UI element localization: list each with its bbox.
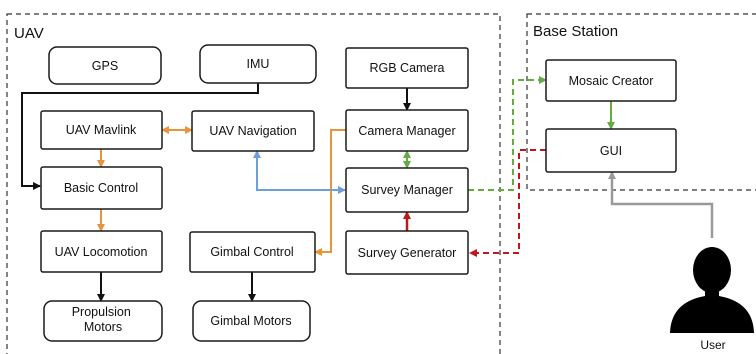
uav-region — [6, 13, 501, 354]
uav-region-label: UAV — [14, 25, 44, 42]
node-uav-locomotion: UAV Locomotion — [40, 230, 163, 273]
node-basic-control: Basic Control — [40, 166, 163, 210]
node-basic-control-label: Basic Control — [64, 181, 138, 195]
node-mosaic-creator: Mosaic Creator — [545, 59, 677, 102]
node-gui: GUI — [545, 128, 677, 173]
node-uav-locomotion-label: UAV Locomotion — [55, 245, 148, 259]
node-rgb-camera-label: RGB Camera — [369, 61, 444, 75]
gui-to-survey-generator-arrow — [469, 149, 546, 257]
user-to-gui-arrow — [608, 171, 714, 238]
node-propulsion-motors-line1: Propulsion — [72, 305, 131, 319]
node-survey-manager-label: Survey Manager — [361, 183, 453, 197]
node-gps: GPS — [48, 46, 162, 85]
node-propulsion-motors: Propulsion Motors — [43, 300, 163, 342]
node-survey-manager: Survey Manager — [345, 167, 469, 213]
node-uav-mavlink: UAV Mavlink — [40, 110, 163, 150]
node-survey-generator: Survey Generator — [345, 230, 469, 275]
node-camera-manager-label: Camera Manager — [358, 124, 455, 138]
node-gui-label: GUI — [600, 144, 622, 158]
node-propulsion-motors-label: Propulsion Motors — [72, 305, 135, 334]
node-gimbal-motors: Gimbal Motors — [192, 300, 311, 342]
user-label: User — [700, 338, 725, 352]
node-survey-generator-label: Survey Generator — [358, 246, 457, 260]
survey-manager-navigation-arrow — [253, 150, 346, 194]
node-rgb-camera: RGB Camera — [345, 47, 469, 89]
node-mosaic-creator-label: Mosaic Creator — [569, 74, 654, 88]
node-gimbal-motors-label: Gimbal Motors — [210, 314, 291, 328]
node-uav-navigation: UAV Navigation — [191, 110, 315, 152]
node-gimbal-control: Gimbal Control — [189, 231, 316, 273]
node-uav-navigation-label: UAV Navigation — [209, 124, 296, 138]
node-propulsion-motors-line2: Motors — [84, 320, 122, 334]
node-imu-label: IMU — [247, 57, 270, 71]
node-imu: IMU — [199, 44, 317, 84]
user-icon — [670, 247, 754, 333]
node-gimbal-control-label: Gimbal Control — [210, 245, 293, 259]
survey-manager-to-mosaic-creator-arrow — [468, 76, 547, 191]
node-gps-label: GPS — [92, 59, 118, 73]
base-station-region — [526, 13, 756, 191]
node-camera-manager: Camera Manager — [345, 109, 469, 152]
node-uav-mavlink-label: UAV Mavlink — [66, 123, 137, 137]
base-station-region-label: Base Station — [533, 23, 618, 40]
imu-to-basic-control-arrow — [21, 83, 259, 190]
